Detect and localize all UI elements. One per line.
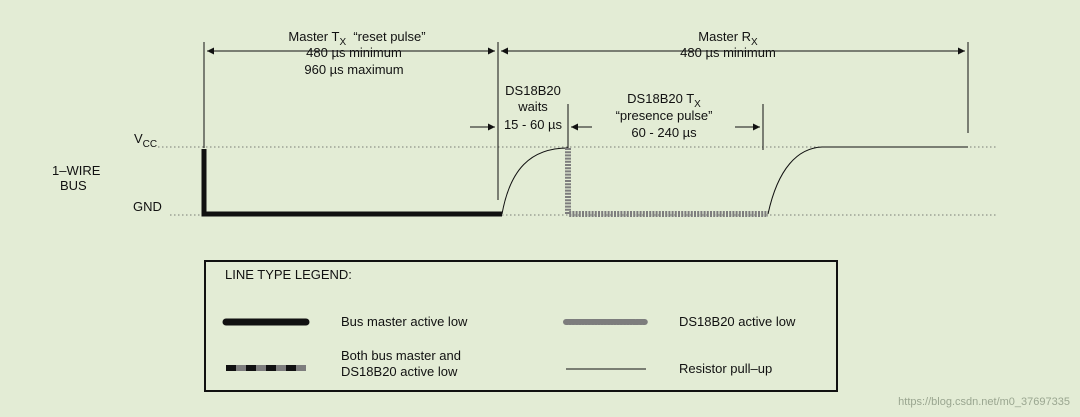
ds18b20-presence-pulse: [565, 148, 768, 217]
ds-tx-presence: “presence pulse”: [616, 108, 713, 123]
legend-box: [204, 260, 838, 392]
vcc-label-base: V: [134, 131, 143, 146]
legend-label-bus-master: Bus master active low: [341, 314, 468, 329]
ds-tx-title-sub: X: [694, 99, 701, 110]
pullup-rise-after-presence: [767, 146, 968, 215]
master-tx-max: 960 µs maximum: [304, 62, 403, 77]
legend-label-both-line2: DS18B20 active low: [341, 364, 458, 379]
master-tx-title-suffix: “reset pulse”: [346, 29, 425, 44]
watermark-url: https://blog.csdn.net/m0_37697335: [898, 396, 1070, 408]
ds-tx-title-base: DS18B20 T: [627, 91, 694, 106]
ds-wait-line2: waits: [517, 99, 548, 114]
master-rx-min: 480 µs minimum: [680, 45, 776, 60]
bus-master-reset-pulse: [201, 149, 502, 217]
legend-title: LINE TYPE LEGEND:: [225, 267, 352, 282]
master-tx-title: Master TX “reset pulse”: [288, 29, 425, 48]
signal-name-line1: 1–WIRE: [52, 163, 101, 178]
gnd-label: GND: [133, 199, 162, 214]
legend-label-pullup: Resistor pull–up: [679, 361, 772, 376]
legend-label-both-line1: Both bus master and: [341, 348, 461, 363]
ds-wait-line1: DS18B20: [505, 83, 561, 98]
master-tx-min: 480 µs minimum: [306, 45, 402, 60]
master-tx-title-sub: X: [339, 37, 346, 48]
ds-tx-title: DS18B20 TX: [627, 91, 701, 110]
legend-label-ds18b20: DS18B20 active low: [679, 314, 796, 329]
master-rx-title-sub: X: [751, 37, 758, 48]
signal-name-line2: BUS: [60, 178, 87, 193]
master-rx-title-base: Master R: [698, 29, 751, 44]
master-tx-title-base: Master T: [288, 29, 339, 44]
master-rx-title: Master RX: [698, 29, 758, 48]
ds-wait-range: 15 - 60 µs: [504, 117, 563, 132]
vcc-label-sub: CC: [143, 139, 157, 150]
pullup-rise-after-reset: [501, 147, 569, 215]
ds-tx-range: 60 - 240 µs: [631, 125, 697, 140]
vcc-label: VCC: [134, 131, 157, 150]
